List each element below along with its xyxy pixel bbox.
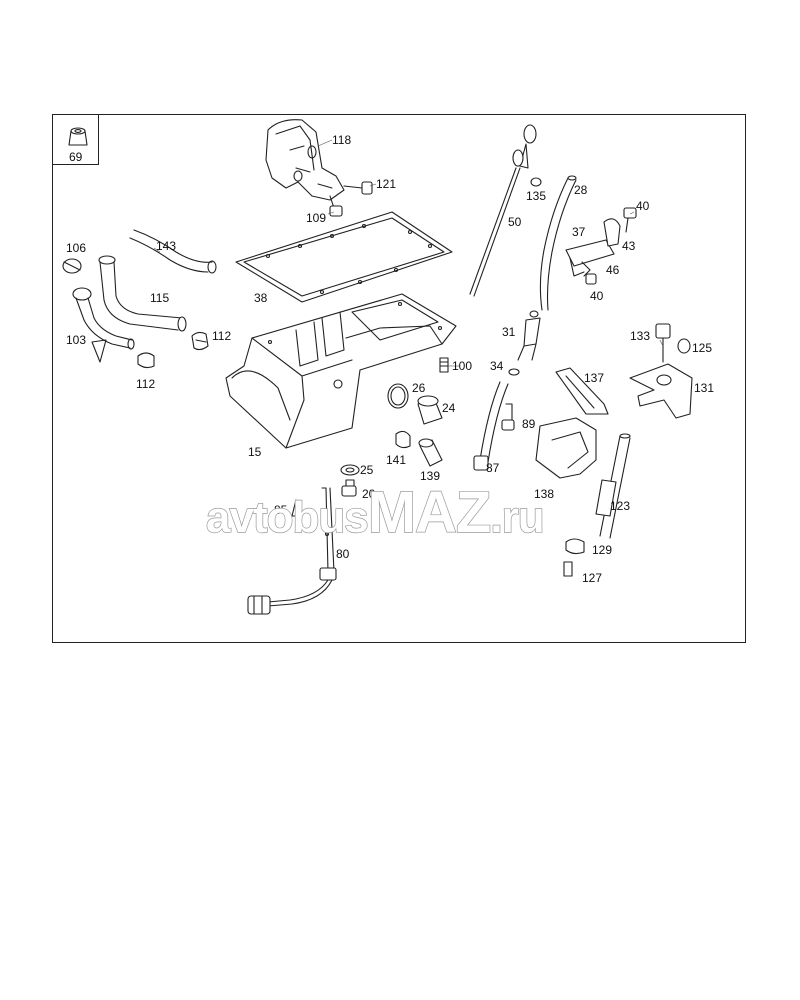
part-115-tube: [98, 255, 187, 332]
callout-133: 133: [630, 329, 650, 343]
callout-123: 123: [610, 499, 630, 513]
part-109-bolt: [329, 195, 343, 217]
diagram-frame: [52, 114, 746, 643]
callout-118: 118: [332, 133, 351, 147]
callout-115: 115: [150, 291, 169, 305]
part-138-shield: [535, 417, 597, 479]
part-112-clamp-lower: [137, 352, 155, 369]
callout-25: 25: [360, 463, 374, 477]
callout-112-upper: 112: [212, 329, 231, 343]
watermark: avtobusMAZ.ru: [206, 480, 544, 545]
callout-20: 20: [362, 487, 376, 501]
part-106-cap: [62, 258, 82, 274]
part-40-bolt-lower: [585, 273, 597, 285]
watermark-brand: MAZ: [368, 480, 491, 545]
callout-143: 143: [156, 239, 176, 253]
callout-28: 28: [574, 183, 588, 197]
part-38-gasket: [235, 211, 453, 303]
part-127-plug: [563, 561, 573, 577]
part-131-bracket: [629, 363, 693, 419]
part-80-level-sensor: [247, 487, 337, 615]
legend-part-icon: [68, 127, 88, 146]
callout-89: 89: [522, 417, 536, 431]
callout-26: 26: [412, 381, 426, 395]
callout-37: 37: [572, 225, 586, 239]
callout-139: 139: [420, 469, 440, 483]
part-37-bracket: [565, 239, 615, 277]
callout-34: 34: [490, 359, 504, 373]
part-125-plug: [677, 338, 691, 354]
part-26-ring: [387, 383, 409, 409]
part-121-bolt: [343, 181, 373, 195]
callout-100: 100: [452, 359, 472, 373]
part-85-pin: [291, 499, 303, 517]
watermark-suffix: .ru: [490, 493, 543, 542]
part-137-bracket: [555, 367, 609, 415]
part-143-hose: [129, 229, 217, 274]
callout-112-lower: 112: [136, 377, 155, 391]
part-20-plug: [341, 479, 357, 497]
callout-40-lower: 40: [590, 289, 604, 303]
part-40-bolt-upper: [623, 207, 637, 233]
callout-106: 106: [66, 241, 86, 255]
part-103-filler-neck: [72, 287, 135, 363]
callout-103: 103: [66, 333, 86, 347]
callout-15: 15: [248, 445, 262, 459]
leader-lines: [153, 139, 664, 367]
part-112-clamp-upper: [191, 331, 209, 351]
callout-138: 138: [534, 487, 554, 501]
callout-125: 125: [692, 341, 712, 355]
legend-box: [52, 114, 99, 165]
part-50-dipstick: [469, 124, 537, 297]
callout-80: 80: [336, 547, 350, 561]
callout-135: 135: [526, 189, 546, 203]
part-46-clip: [581, 261, 591, 277]
callout-85: 85: [274, 503, 288, 517]
part-28-guide-tube: [539, 175, 577, 311]
callout-46: 46: [606, 263, 620, 277]
callout-109: 109: [306, 211, 326, 225]
callout-87: 87: [486, 461, 500, 475]
callout-137: 137: [584, 371, 604, 385]
callout-24: 24: [442, 401, 456, 415]
part-123-pipe: [595, 433, 631, 539]
callout-129: 129: [592, 543, 612, 557]
watermark-prefix: avtobus: [206, 493, 368, 542]
part-31-tube-end: [517, 310, 541, 361]
part-34-o-ring: [508, 368, 520, 376]
legend-part-number: 69: [69, 150, 83, 164]
part-129-clamp: [565, 538, 585, 555]
part-25-ring: [340, 464, 360, 476]
callout-labels: 69 118 121 109 143 106 115 38 112 103 11…: [66, 133, 714, 585]
callout-43: 43: [622, 239, 636, 253]
callout-31: 31: [502, 325, 516, 339]
callout-131: 131: [694, 381, 714, 395]
callout-50: 50: [508, 215, 522, 229]
part-15-oil-pan: [225, 293, 457, 449]
callout-38: 38: [254, 291, 268, 305]
part-141-clamp: [395, 430, 411, 449]
part-139-filter: [418, 438, 443, 467]
part-89-bolt: [501, 403, 515, 431]
callout-127: 127: [582, 571, 602, 585]
part-100-bolt: [439, 357, 449, 373]
callout-141: 141: [386, 453, 406, 467]
part-135-ring: [530, 177, 542, 187]
part-87-pipe: [473, 381, 509, 471]
part-43-clip: [603, 218, 621, 247]
part-133-bolt: [655, 323, 671, 363]
part-24-sleeve: [417, 395, 443, 425]
callout-40-upper: 40: [636, 199, 650, 213]
callout-121: 121: [376, 177, 396, 191]
part-118-bracket: [265, 119, 345, 201]
